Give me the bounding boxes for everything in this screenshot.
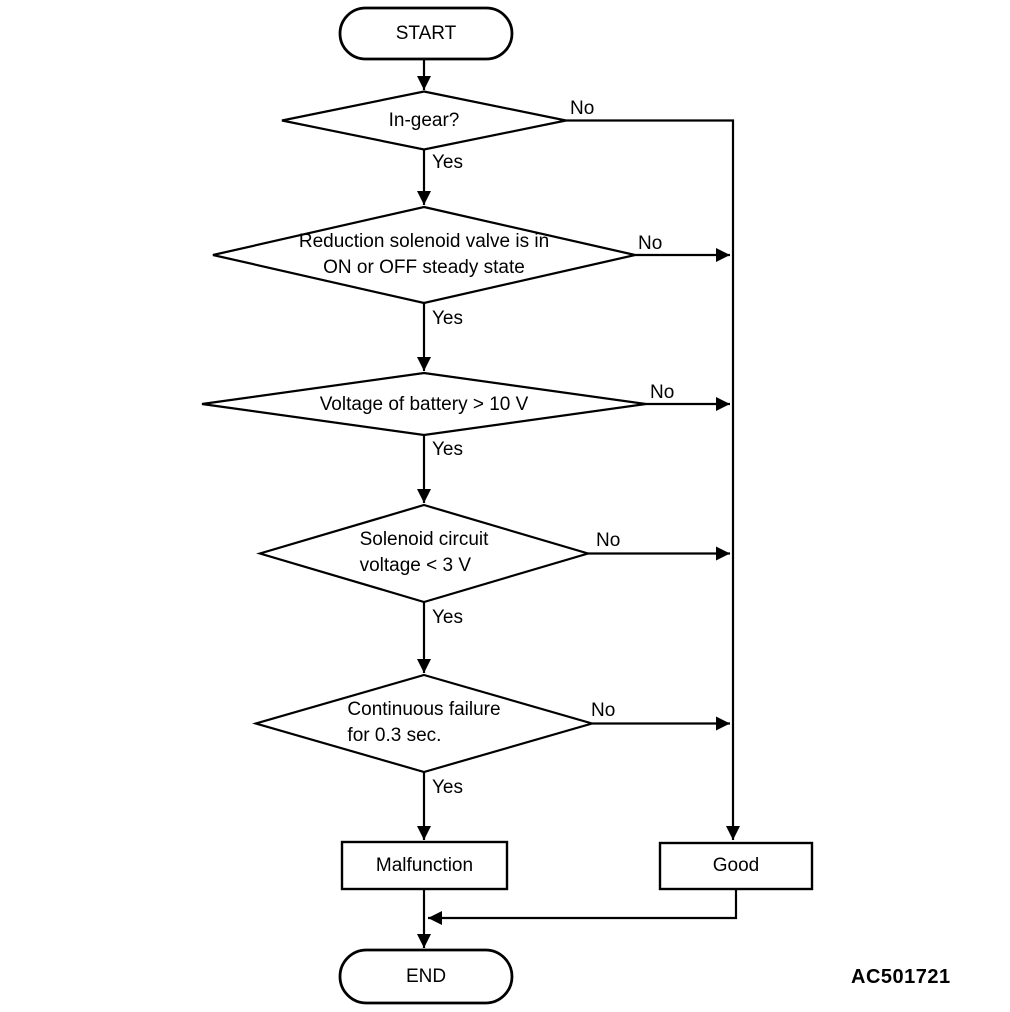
good-node-shape	[658, 841, 814, 891]
decision-continuous-failure-line2: for 0.3 sec.	[347, 725, 442, 746]
connector-good-to-merge	[428, 889, 738, 925]
decision-battery-voltage-label: Voltage of battery > 10 V	[319, 394, 529, 415]
yes-label-in-gear: Yes	[432, 152, 463, 173]
decision-solenoid-circuit-line1: Solenoid circuit	[359, 529, 489, 550]
yes-label-reduction-solenoid: Yes	[432, 308, 463, 329]
decision-reduction-solenoid-label: Reduction solenoid valve is in ON or OFF…	[299, 229, 549, 281]
decision-solenoid-circuit-line2: voltage < 3 V	[359, 555, 472, 576]
malfunction-label: Malfunction	[375, 854, 474, 876]
connector-no-rail-to-good	[566, 119, 740, 840]
figure-code: AC501721	[851, 966, 951, 988]
end-node-shape	[338, 948, 514, 1005]
no-label-in-gear: No	[570, 98, 595, 119]
decision-continuous-failure-line1: Continuous failure	[347, 699, 501, 720]
no-label-solenoid-circuit: No	[596, 530, 621, 551]
decision-continuous-failure-label: Continuous failure for 0.3 sec.	[347, 697, 500, 749]
no-label-continuous-failure: No	[591, 700, 616, 721]
yes-label-continuous-failure: Yes	[432, 777, 463, 798]
yes-label-battery-voltage: Yes	[432, 439, 463, 460]
start-node-shape	[338, 6, 514, 61]
malfunction-node-shape	[340, 840, 509, 891]
no-label-battery-voltage: No	[650, 382, 675, 403]
start-label: START	[395, 22, 457, 44]
decision-reduction-solenoid-line2: ON or OFF steady state	[323, 257, 525, 278]
no-label-reduction-solenoid: No	[638, 233, 663, 254]
good-label: Good	[712, 855, 760, 876]
yes-label-solenoid-circuit: Yes	[432, 607, 463, 628]
decision-reduction-solenoid-line1: Reduction solenoid valve is in	[298, 231, 550, 252]
decision-in-gear-label: In-gear?	[388, 110, 460, 131]
decision-solenoid-circuit-label: Solenoid circuit voltage < 3 V	[360, 527, 489, 579]
end-label: END	[405, 965, 447, 987]
